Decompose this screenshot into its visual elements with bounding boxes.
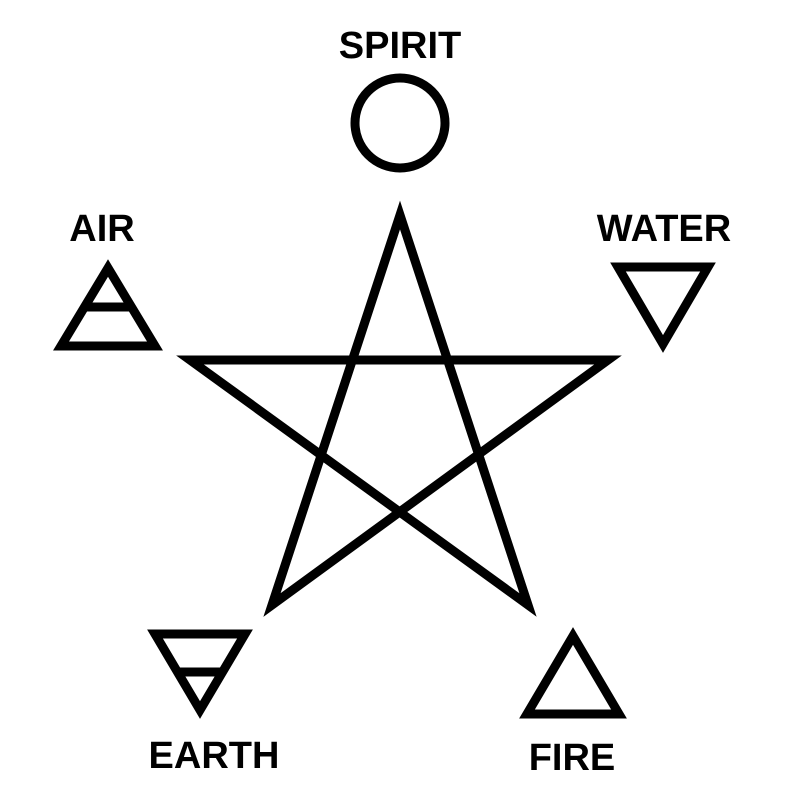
spirit-label: SPIRIT	[338, 25, 462, 67]
earth-triangle-icon	[147, 629, 253, 719]
pentagram-icon	[176, 200, 622, 617]
air-label: AIR	[69, 208, 135, 250]
air-triangle-icon	[53, 259, 163, 351]
water-triangle-icon	[610, 262, 716, 353]
spirit-circle-icon	[350, 73, 450, 173]
water-label: WATER	[596, 208, 732, 250]
fire-triangle-icon	[519, 627, 627, 719]
fire-label: FIRE	[528, 737, 616, 779]
earth-label: EARTH	[148, 735, 280, 777]
